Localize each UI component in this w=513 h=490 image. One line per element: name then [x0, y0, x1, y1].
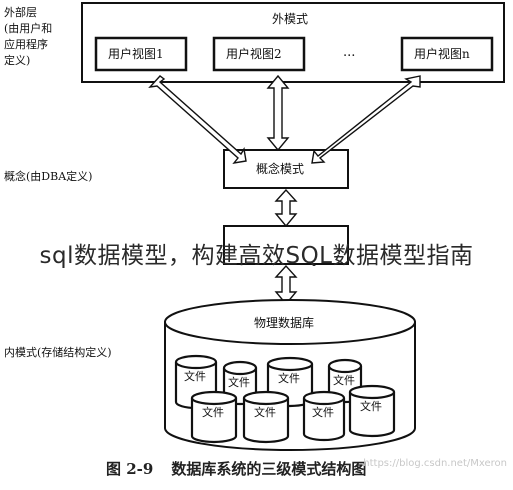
conceptual-label: 概念(由DBA定义) — [4, 170, 93, 183]
user-view-1-label: 用户视图1 — [108, 47, 164, 61]
file-label: 文件 — [202, 406, 224, 419]
views-ellipsis: ... — [343, 45, 356, 60]
arrow-conceptual-internal — [274, 188, 298, 228]
mapping-arrows — [148, 74, 421, 306]
external-layer-label-3: 应用程序 — [4, 38, 48, 51]
file-cylinder — [242, 390, 290, 444]
user-view-n-label: 用户视图n — [414, 47, 470, 61]
external-layer-label-4: 定义) — [4, 54, 31, 67]
file-label: 文件 — [254, 406, 276, 419]
external-layer-label-1: 外部层 — [4, 6, 37, 19]
file-label: 文件 — [278, 372, 300, 385]
file-label: 文件 — [360, 400, 382, 413]
file-label: 文件 — [228, 376, 250, 389]
file-label: 文件 — [312, 406, 334, 419]
watermark: https://blog.csdn.net/Mxeron — [363, 458, 507, 469]
file-cylinder — [302, 390, 346, 442]
user-view-2-box — [212, 36, 306, 72]
figure-title: 数据库系统的三级模式结构图 — [171, 460, 367, 478]
file-cylinder — [348, 384, 396, 438]
file-label: 文件 — [333, 374, 355, 387]
arrow-internal-physical — [274, 264, 298, 306]
internal-label: 内模式(存储结构定义) — [4, 346, 112, 359]
external-layer-label-2: (由用户和 — [4, 22, 53, 35]
file-cylinders — [174, 354, 396, 444]
file-cylinder — [190, 390, 238, 444]
physical-db-title: 物理数据库 — [254, 316, 315, 330]
arrow-view2-conceptual — [266, 74, 290, 152]
figure-caption: 图 2-9 数据库系统的三级模式结构图 — [106, 458, 384, 479]
overlay-banner-text: sql数据模型，构建高效SQL数据模型指南 — [39, 243, 474, 269]
user-view-n-box — [400, 36, 494, 72]
arrow-view1-conceptual — [148, 75, 247, 164]
external-schema-title: 外模式 — [272, 12, 309, 26]
conceptual-schema-title: 概念模式 — [256, 162, 305, 176]
figure-number: 图 2-9 — [106, 460, 154, 478]
file-label: 文件 — [184, 370, 206, 383]
arrow-viewn-conceptual — [311, 75, 421, 164]
internal-schema-box — [223, 225, 349, 265]
user-view-1-box — [94, 36, 188, 72]
user-view-2-label: 用户视图2 — [226, 47, 282, 61]
